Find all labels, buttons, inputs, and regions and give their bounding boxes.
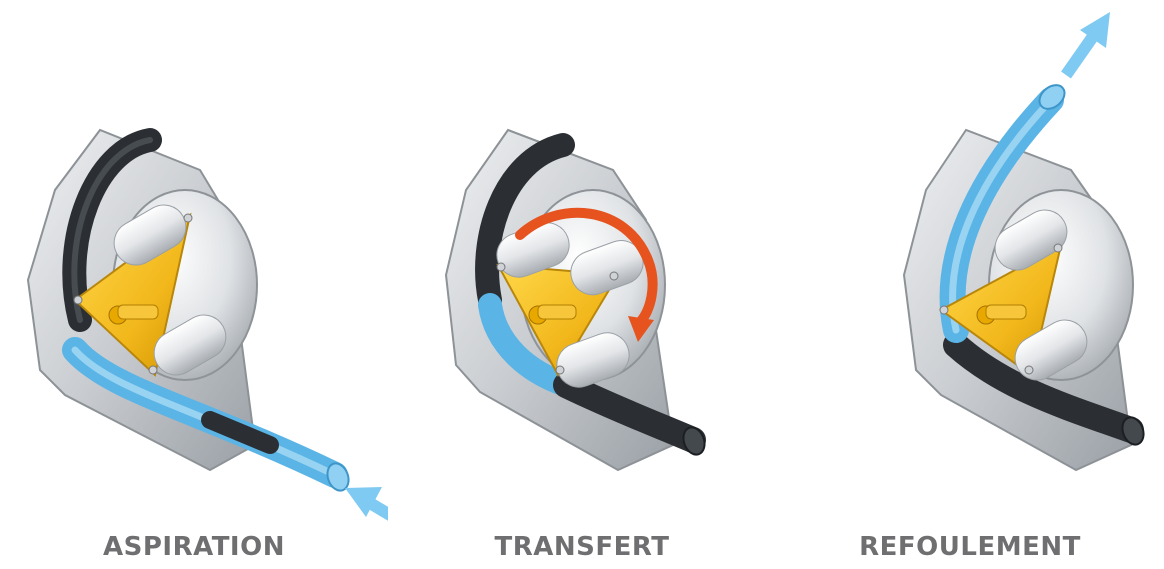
stage-aspiration: ASPIRATION: [0, 0, 388, 569]
pump-transfert-illustration: [388, 0, 776, 569]
stage-transfert: TRANSFERT: [388, 0, 776, 569]
stage-label: ASPIRATION: [0, 532, 388, 562]
flow-arrow-icon: [345, 487, 388, 530]
pump-aspiration-illustration: [0, 0, 388, 569]
stage-refoulement: REFOULEMENT: [776, 0, 1164, 569]
flow-arrow-icon: [1066, 12, 1110, 75]
stage-label: TRANSFERT: [388, 532, 776, 562]
pump-refoulement-illustration: [776, 0, 1164, 569]
stage-label: REFOULEMENT: [776, 532, 1164, 562]
